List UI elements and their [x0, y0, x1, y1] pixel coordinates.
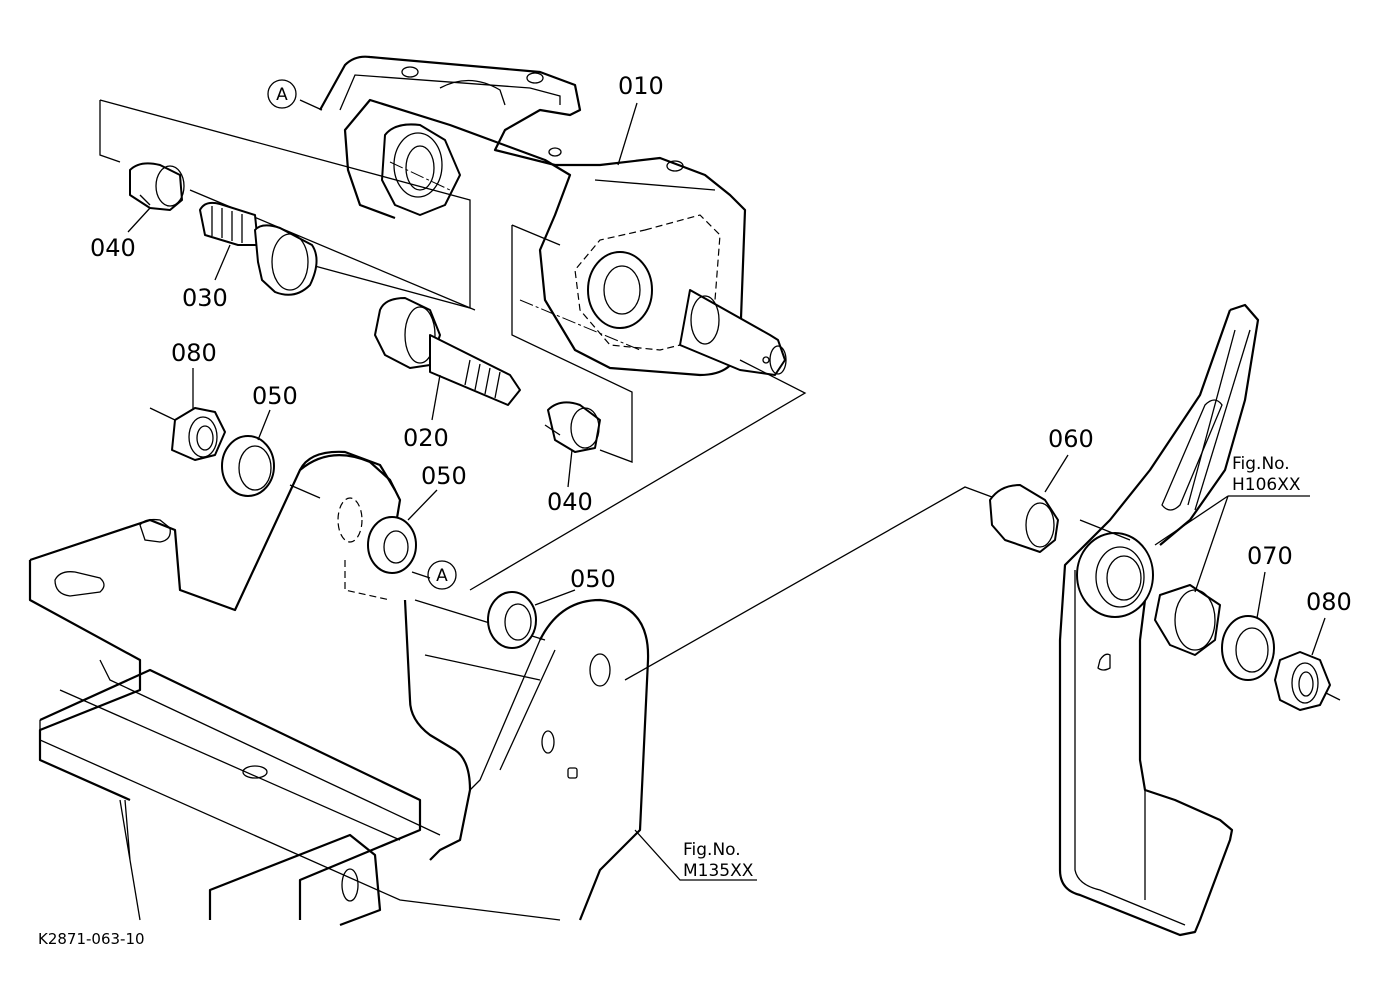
leader-lines	[127, 99, 1326, 881]
fig-ref-m135-line2: M135XX	[683, 861, 754, 881]
callouts: 010 040 030 080 050 020 050 040 050 060 …	[90, 72, 1352, 616]
part-020-bolt	[374, 297, 521, 406]
fig-ref-m135: Fig.No. M135XX	[683, 840, 754, 881]
callout-060: 060	[1048, 425, 1094, 453]
callout-020: 020	[403, 424, 449, 452]
fig-ref-h106: Fig.No. H106XX	[1232, 454, 1301, 495]
callout-040-bottom: 040	[547, 488, 593, 516]
callout-030: 030	[182, 284, 228, 312]
part-070-washer	[1221, 615, 1275, 681]
fig-ref-h106-line2: H106XX	[1232, 475, 1301, 495]
part-040-bushing-top	[129, 162, 185, 211]
callout-080-left: 080	[171, 339, 217, 367]
callout-010: 010	[618, 72, 664, 100]
ref-a-top-label: A	[276, 85, 288, 105]
fig-ref-m135-line1: Fig.No.	[683, 840, 741, 860]
part-050-washer-left	[221, 435, 275, 497]
part-030-pin	[199, 201, 318, 296]
callout-050-mid: 050	[421, 462, 467, 490]
callout-070: 070	[1247, 542, 1293, 570]
callout-040-top: 040	[90, 234, 136, 262]
part-050-washer-right	[487, 591, 537, 649]
part-080-nut-left	[171, 407, 226, 461]
fig-ref-h106-line1: Fig.No.	[1232, 454, 1290, 474]
ref-a-bottom: A	[427, 560, 457, 590]
part-050-washer-mid	[367, 516, 417, 574]
pedal-arm	[1058, 303, 1260, 937]
frame-bracket	[28, 450, 650, 927]
ref-a-top: A	[267, 79, 297, 109]
part-060-collar	[989, 484, 1059, 553]
ref-a-bottom-label: A	[436, 566, 448, 586]
part-040-bushing-bottom	[544, 401, 601, 453]
section-planes	[99, 99, 1341, 701]
drawing-code: K2871-063-10	[38, 930, 145, 948]
callout-050-right: 050	[570, 565, 616, 593]
callout-050-left: 050	[252, 382, 298, 410]
callout-080-right: 080	[1306, 588, 1352, 616]
part-h106-spacer	[1154, 584, 1221, 656]
part-080-nut-right	[1274, 651, 1331, 711]
